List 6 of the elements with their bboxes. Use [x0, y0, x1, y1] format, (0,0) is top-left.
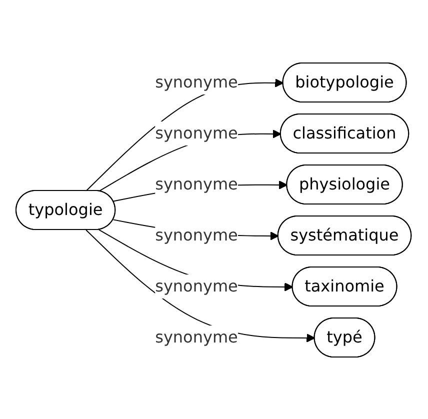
edge-label: synonyme — [156, 326, 238, 346]
edge-label: synonyme — [156, 276, 238, 295]
edge-label: synonyme — [156, 72, 238, 91]
edge-label: synonyme — [156, 122, 238, 142]
edge-label: synonyme — [156, 224, 238, 244]
edge-label: synonyme — [156, 174, 238, 193]
